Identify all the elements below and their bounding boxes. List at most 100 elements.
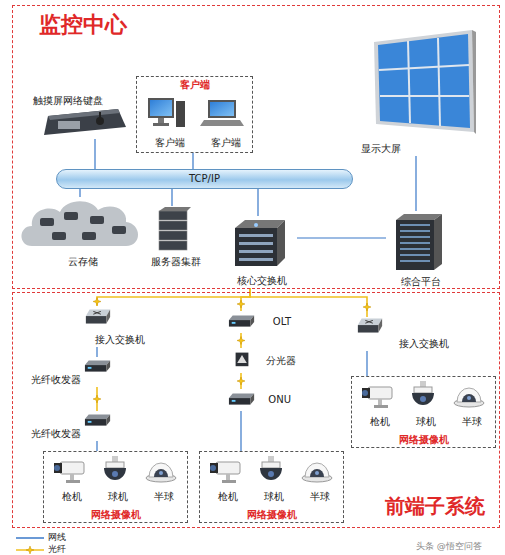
region: 监控中心触摸屏网络键盘客户端客户端客户端显示大屏TCP/IP云存储服务器集群核心… bbox=[12, 5, 500, 289]
region: 前端子系统接入交换机OLT接入交换机光纤收发器分光器ONU光纤收发器网络摄像机枪… bbox=[12, 292, 500, 528]
display-wall: 显示大屏 bbox=[359, 26, 483, 156]
integrated-platform: 综合平台 bbox=[386, 211, 455, 289]
cable-connector bbox=[257, 189, 258, 216]
keyboard-node: 触摸屏网络键盘 bbox=[29, 93, 151, 139]
bullet-camera-icon bbox=[210, 462, 240, 483]
camera: 枪机 bbox=[204, 454, 252, 504]
dome-camera-icon bbox=[146, 463, 176, 482]
keyboard-icon bbox=[44, 109, 126, 135]
fiber-star bbox=[26, 546, 34, 554]
rack-icon bbox=[396, 214, 442, 270]
camera: 球机 bbox=[250, 454, 298, 504]
node-label: 光纤收发器 bbox=[31, 428, 81, 440]
node-label: 球机 bbox=[94, 491, 142, 503]
camera: 球机 bbox=[402, 379, 450, 429]
node-label: TCP/IP bbox=[57, 173, 352, 185]
laptop-client: 客户端 bbox=[198, 94, 254, 150]
group-title: 网络摄像机 bbox=[44, 509, 187, 521]
cable-connector bbox=[297, 237, 386, 238]
node-label: ONU bbox=[268, 394, 291, 406]
cloud-icon bbox=[22, 201, 139, 246]
fiber-star bbox=[237, 300, 245, 308]
watermark: 头条 @悟空问答 bbox=[416, 541, 482, 552]
group-title: 客户端 bbox=[137, 79, 252, 91]
cloud-storage: 云存储 bbox=[19, 197, 147, 269]
camera: 半球 bbox=[140, 454, 188, 504]
cable-connector bbox=[79, 189, 80, 197]
camera: 枪机 bbox=[48, 454, 96, 504]
onu-icon bbox=[229, 393, 254, 404]
node-label: 客户端 bbox=[198, 137, 254, 149]
splitter-icon bbox=[236, 353, 249, 367]
node-label: 分光器 bbox=[266, 355, 296, 367]
fiber-star bbox=[363, 303, 371, 311]
desktop-icon bbox=[148, 98, 185, 127]
transceiver-icon bbox=[85, 360, 110, 371]
node-label: 球机 bbox=[402, 416, 450, 428]
ptz-camera-icon bbox=[260, 456, 282, 480]
legend-line-sample bbox=[16, 537, 44, 539]
switch-icon bbox=[86, 310, 110, 324]
camera: 半球 bbox=[296, 454, 344, 504]
fiber-star bbox=[93, 395, 101, 403]
fiber-connector bbox=[97, 288, 250, 306]
node-label: 云存储 bbox=[19, 256, 147, 268]
fiber-star bbox=[93, 298, 101, 306]
cable-connector bbox=[171, 189, 172, 206]
node-label: 综合平台 bbox=[386, 276, 455, 288]
node-label: 触摸屏网络键盘 bbox=[33, 95, 103, 107]
node-label: 枪机 bbox=[204, 491, 252, 503]
cable-connector bbox=[96, 441, 97, 451]
node-label: 光纤收发器 bbox=[31, 374, 81, 386]
region-title: 前端子系统 bbox=[385, 493, 485, 519]
camera: 半球 bbox=[448, 379, 496, 429]
fiber-star bbox=[237, 377, 245, 385]
switch-icon bbox=[358, 319, 382, 333]
video-wall-icon bbox=[374, 30, 476, 134]
node-label: 半球 bbox=[140, 491, 188, 503]
cable-connector bbox=[192, 153, 193, 169]
group-title: 网络摄像机 bbox=[352, 434, 495, 446]
server-cluster: 服务器集群 bbox=[146, 206, 205, 269]
ptz-camera-icon bbox=[412, 381, 434, 405]
fiber-star bbox=[237, 337, 245, 345]
cable-connector bbox=[94, 139, 95, 169]
node-label: OLT bbox=[273, 316, 291, 328]
camera-group: 网络摄像机 枪机球机半球 bbox=[199, 451, 344, 523]
ptz-camera-icon bbox=[104, 456, 126, 480]
node-label: 枪机 bbox=[48, 491, 96, 503]
fiber-transceiver: 光纤收发器 bbox=[29, 411, 116, 441]
bullet-camera-icon bbox=[362, 387, 392, 408]
cable-connector bbox=[415, 156, 416, 211]
olt-node: OLT bbox=[226, 311, 291, 333]
camera-group: 网络摄像机 枪机球机半球 bbox=[351, 376, 496, 448]
access-switch: 接入交换机 bbox=[83, 306, 157, 347]
legend-text: 光纤 bbox=[48, 544, 66, 555]
cable-connector bbox=[366, 351, 367, 376]
cable-connector bbox=[96, 347, 97, 357]
node-label: 半球 bbox=[296, 491, 344, 503]
node-label: 接入交换机 bbox=[83, 334, 157, 346]
core-switch-icon bbox=[235, 220, 285, 266]
dome-camera-icon bbox=[454, 388, 484, 407]
node-label: 服务器集群 bbox=[146, 256, 205, 268]
group-title: 网络摄像机 bbox=[200, 509, 343, 521]
desktop-client: 客户端 bbox=[142, 94, 198, 150]
olt-icon bbox=[229, 315, 254, 326]
node-label: 接入交换机 bbox=[399, 338, 449, 350]
camera-group: 网络摄像机 枪机球机半球 bbox=[43, 451, 188, 523]
fiber-transceiver: 光纤收发器 bbox=[29, 357, 116, 387]
bullet-camera-icon bbox=[54, 462, 84, 483]
transceiver-icon bbox=[85, 414, 110, 425]
legend-text: 网线 bbox=[48, 532, 66, 543]
network-bus: TCP/IP bbox=[56, 169, 353, 189]
onu-node: ONU bbox=[226, 389, 291, 411]
client-group: 客户端客户端客户端 bbox=[136, 76, 253, 153]
region-title: 监控中心 bbox=[39, 12, 127, 38]
laptop-icon bbox=[200, 100, 244, 126]
node-label: 球机 bbox=[250, 491, 298, 503]
camera: 枪机 bbox=[356, 379, 404, 429]
node-label: 客户端 bbox=[142, 137, 198, 149]
dome-camera-icon bbox=[302, 463, 332, 482]
